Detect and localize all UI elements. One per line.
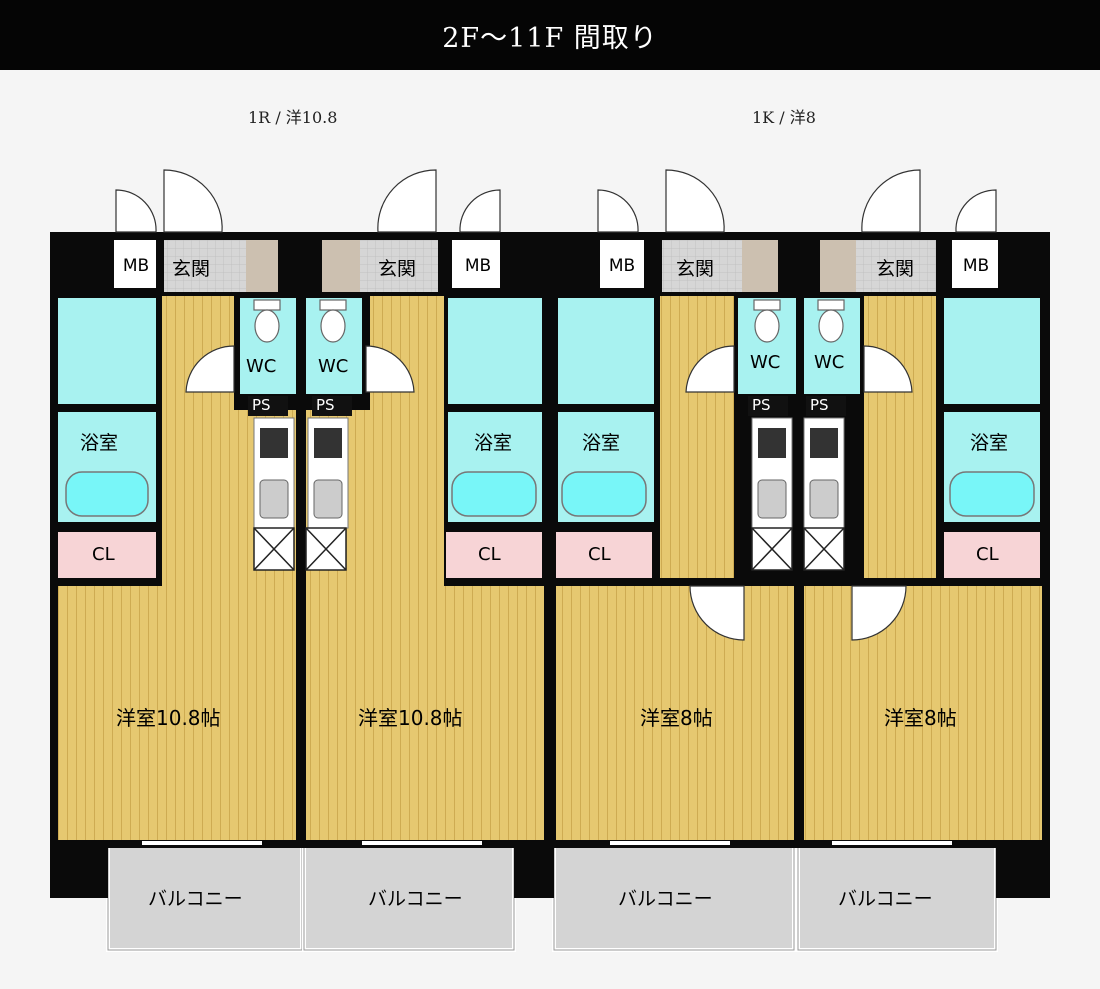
column-mid bbox=[514, 846, 554, 898]
balcony-3 bbox=[552, 844, 796, 952]
unit-type-1k: 1K / 洋8 bbox=[752, 108, 816, 127]
bathtub-1 bbox=[65, 471, 149, 517]
doors bbox=[115, 169, 997, 641]
closet-2 bbox=[446, 532, 542, 578]
mb-2 bbox=[452, 240, 500, 288]
closet-1 bbox=[58, 532, 156, 578]
washroom-4 bbox=[944, 298, 1040, 404]
column-right bbox=[996, 846, 1050, 898]
washroom-3 bbox=[558, 298, 654, 404]
entrance-3 bbox=[662, 240, 742, 292]
balcony-2 bbox=[302, 844, 516, 952]
mb-3 bbox=[600, 240, 644, 288]
bathtub-2 bbox=[451, 471, 537, 517]
room-3 bbox=[556, 586, 794, 840]
room-1 bbox=[58, 586, 296, 840]
room-2 bbox=[306, 586, 544, 840]
washroom-2 bbox=[448, 298, 542, 404]
mb-1 bbox=[114, 240, 156, 288]
column-left bbox=[50, 846, 108, 898]
fridge-spaces bbox=[253, 527, 845, 571]
unit-type-1r: 1R / 洋10.8 bbox=[248, 108, 338, 127]
room-4 bbox=[804, 586, 1042, 840]
entrance-1 bbox=[164, 240, 246, 292]
bathtub-4 bbox=[949, 471, 1035, 517]
pipe-shafts bbox=[248, 396, 846, 416]
mb-4 bbox=[952, 240, 998, 288]
kitchens bbox=[253, 417, 845, 529]
bathtub-3 bbox=[561, 471, 647, 517]
page-title: 2F～11F 間取り bbox=[0, 0, 1100, 70]
entrance-2 bbox=[360, 240, 438, 292]
balcony-1 bbox=[106, 844, 304, 952]
washroom-1 bbox=[58, 298, 156, 404]
balcony-4 bbox=[796, 844, 998, 952]
entrance-4 bbox=[856, 240, 936, 292]
closet-4 bbox=[944, 532, 1040, 578]
closet-3 bbox=[556, 532, 652, 578]
